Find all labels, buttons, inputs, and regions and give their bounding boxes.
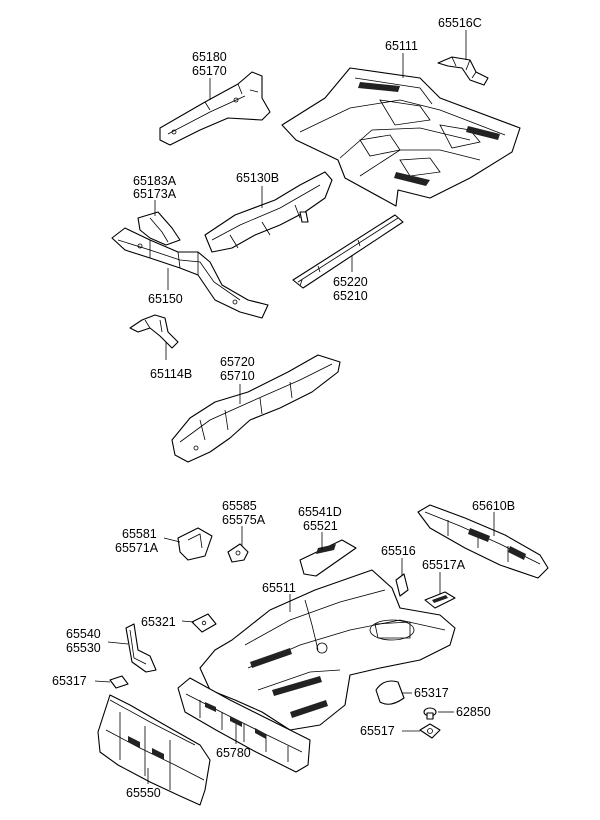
part-65317-clip-left (109, 675, 129, 689)
part-65516-bracket (395, 573, 409, 597)
label-65517a: 65517A (422, 558, 466, 572)
label-65516: 65516 (381, 544, 416, 558)
label-65541d: 65541D (298, 505, 342, 519)
part-65516c-bracket (437, 56, 489, 86)
part-65517-grommet (419, 723, 441, 739)
part-65111-front-floor (281, 67, 521, 207)
part-65550-rear-panel (97, 694, 211, 806)
part-62850-plug (423, 707, 437, 720)
part-65220-sill (292, 214, 404, 289)
label-65180: 65180 (192, 50, 227, 64)
label-65183a: 65183A (133, 174, 177, 188)
part-65130b-cross-member (204, 171, 333, 253)
part-65720-rear-member (171, 354, 341, 463)
label-65173a: 65173A (133, 187, 177, 201)
label-65321: 65321 (141, 615, 176, 629)
label-65710: 65710 (220, 369, 255, 383)
label-65550: 65550 (126, 786, 161, 800)
part-65321-plate (191, 613, 217, 633)
leader-65321 (181, 620, 195, 623)
label-65720: 65720 (220, 355, 255, 369)
label-65575a: 65575A (222, 513, 266, 527)
label-65170: 65170 (192, 64, 227, 78)
leader-65540 (107, 641, 129, 645)
part-65317-clip-right (375, 680, 405, 705)
label-65210: 65210 (333, 289, 368, 303)
label-65521: 65521 (303, 519, 338, 533)
label-65114b: 65114B (150, 367, 192, 381)
part-65585-clip (227, 543, 249, 563)
part-65581-bracket (177, 527, 213, 561)
part-65150-side-member (111, 227, 269, 319)
part-65114b-bracket (129, 314, 179, 349)
label-65220: 65220 (333, 275, 368, 289)
label-65111: 65111 (385, 39, 418, 53)
part-65183a-bracket (137, 211, 181, 246)
label-65530: 65530 (66, 641, 101, 655)
label-65516c: 65516C (438, 16, 482, 30)
part-65180-rail (159, 71, 271, 146)
label-65610b: 65610B (472, 499, 515, 513)
label-65150: 65150 (148, 292, 183, 306)
label-65540: 65540 (66, 627, 101, 641)
part-65540-bracket (125, 623, 157, 673)
label-65511: 65511 (262, 581, 296, 595)
label-65780: 65780 (216, 746, 251, 760)
label-65581: 65581 (122, 527, 157, 541)
label-65585: 65585 (222, 499, 257, 513)
label-65517: 65517 (360, 724, 395, 738)
label-65571a: 65571A (115, 541, 159, 555)
leader-65317-left (94, 680, 111, 683)
part-65541d-panel (299, 539, 357, 577)
label-65317-right: 65317 (414, 686, 449, 700)
leader-65581 (163, 537, 181, 543)
label-62850: 62850 (456, 705, 491, 719)
label-65130b: 65130B (236, 171, 279, 185)
label-65317-left: 65317 (52, 674, 87, 688)
part-65517a-pad (424, 591, 456, 609)
part-65780-cross-member (177, 677, 311, 773)
part-65610b-cross-member (417, 504, 549, 579)
